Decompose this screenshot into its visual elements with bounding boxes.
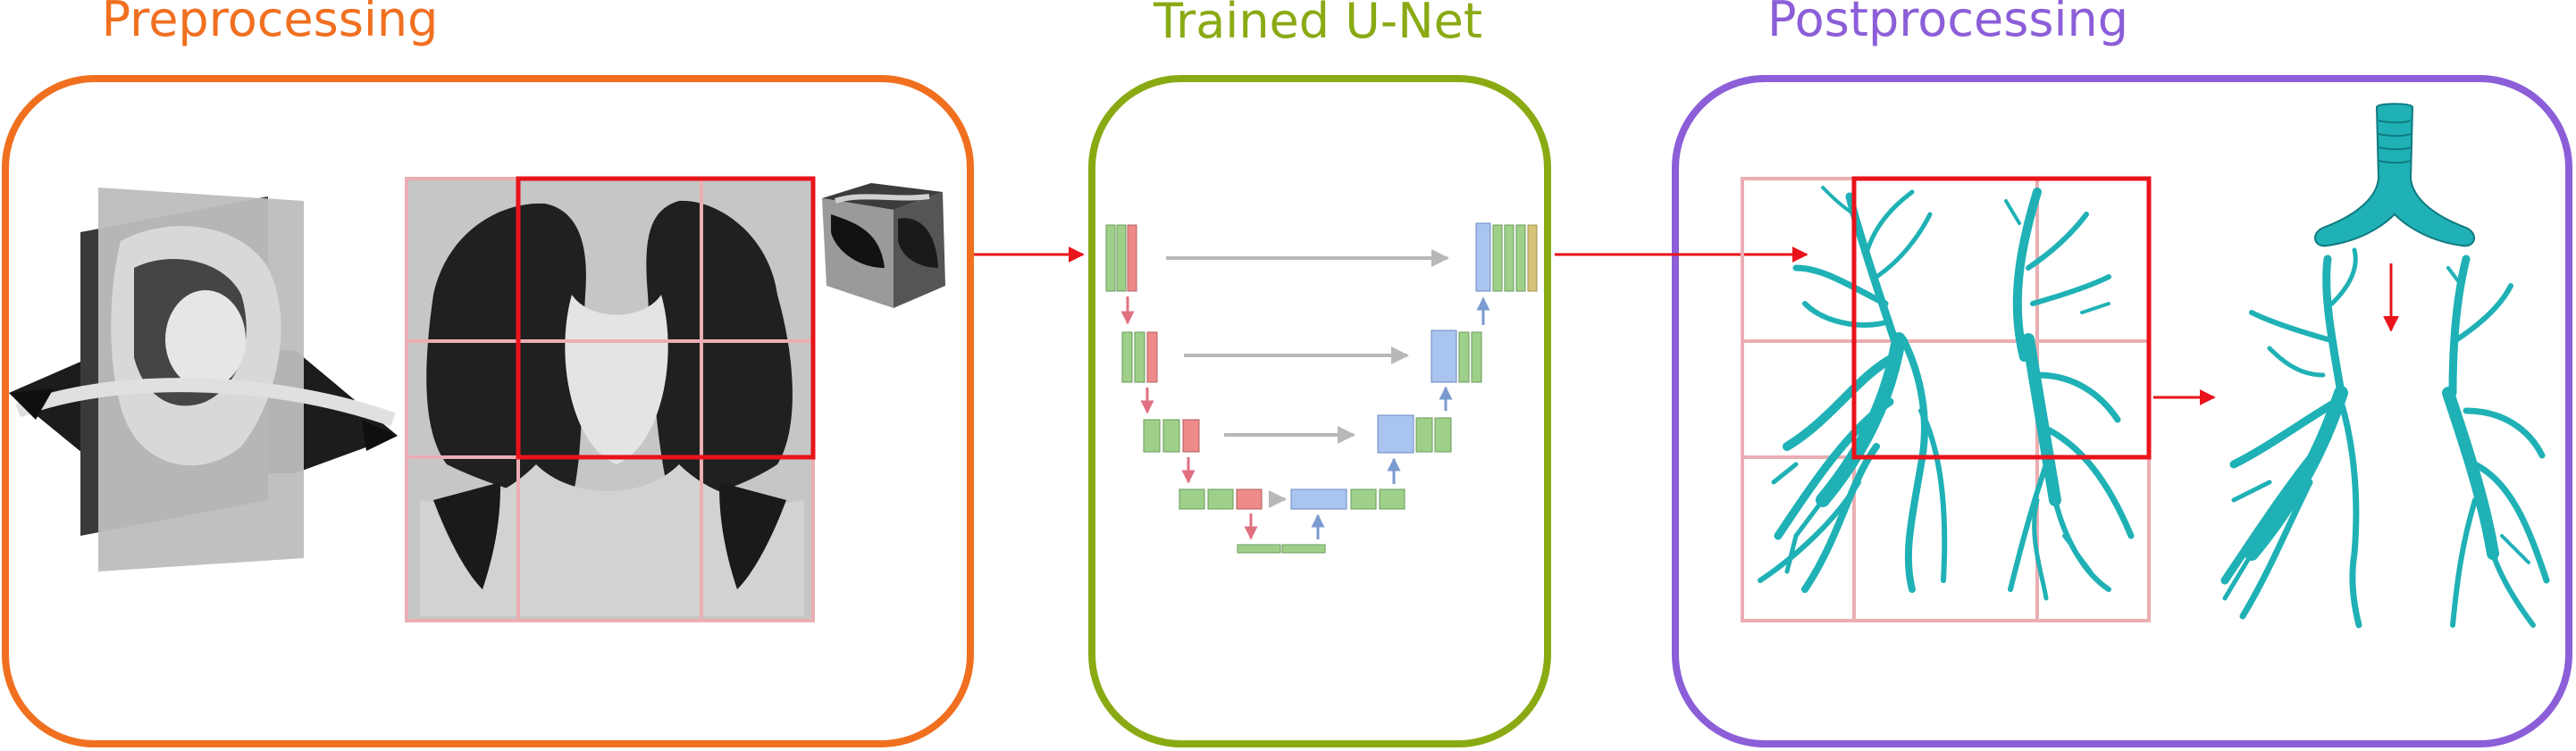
ct-volume-cube-icon xyxy=(822,183,945,308)
airway-tree-icon xyxy=(2220,247,2362,629)
trachea-icon xyxy=(2314,103,2475,247)
patch-highlight-pre xyxy=(516,176,816,460)
ct-orthogonal-planes-icon xyxy=(9,188,398,572)
unet-box xyxy=(1088,75,1551,747)
unet-architecture-icon xyxy=(1105,222,1538,554)
airway-tree-icon xyxy=(1758,186,1948,593)
postprocessing-box xyxy=(1672,75,2572,747)
postprocessing-title: Postprocessing xyxy=(1767,0,2128,47)
patch-highlight-post xyxy=(1851,176,2152,460)
airway-tree-icon xyxy=(2442,255,2550,628)
airway-tree-icon xyxy=(2004,188,2135,601)
preprocessing-box xyxy=(2,75,974,747)
unet-title: Trained U-Net xyxy=(1153,0,1482,49)
ct-coronal-slice-icon xyxy=(405,176,816,622)
preprocessing-title: Preprocessing xyxy=(102,0,439,47)
